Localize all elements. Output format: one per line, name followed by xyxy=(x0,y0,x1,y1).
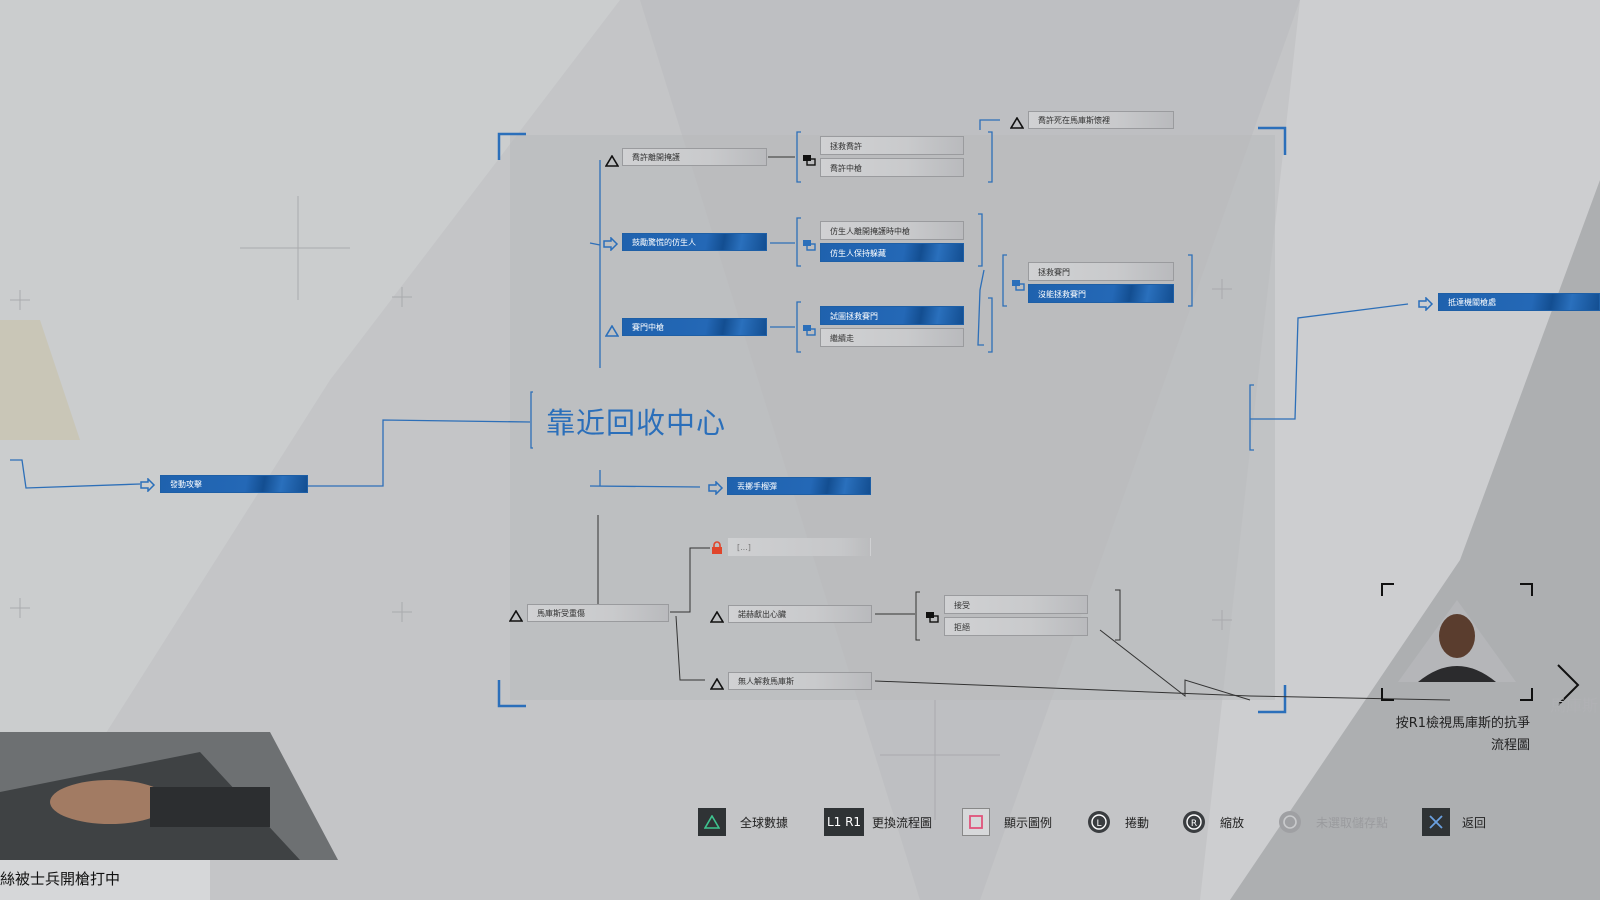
markus-portrait[interactable] xyxy=(1398,600,1516,682)
right-stick-icon: R xyxy=(1180,808,1208,836)
footer-checkpoint-label: 未選取儲存點 xyxy=(1316,816,1389,830)
node-throw-grenade[interactable]: 丟擲手榴彈 xyxy=(727,477,871,495)
svg-text:R: R xyxy=(1191,819,1197,829)
node-save-josh[interactable]: 拯救喬許 xyxy=(820,136,964,155)
arrow-icon xyxy=(708,480,724,499)
triangle-icon xyxy=(604,152,620,171)
node-nobody-saves-markus[interactable]: 無人解救馬庫斯 xyxy=(728,672,872,690)
footer-global-stats-label: 全球數據 xyxy=(740,816,789,830)
node-reach-machine-gun[interactable]: 抵達機關槍處 xyxy=(1438,293,1600,311)
node-simon-shot[interactable]: 賽門中槍 xyxy=(622,318,767,336)
node-josh-death[interactable]: 喬許死在馬庫斯懷裡 xyxy=(1028,111,1174,129)
node-refuse[interactable]: 拒絕 xyxy=(944,617,1088,636)
choice-icon xyxy=(802,321,816,340)
svg-text:L: L xyxy=(1096,819,1101,829)
triangle-icon xyxy=(508,607,524,626)
triangle-icon xyxy=(709,675,725,694)
triangle-icon xyxy=(1009,114,1025,133)
node-north-offers-heart[interactable]: 諾赫獻出心臟 xyxy=(728,605,872,623)
arrow-icon xyxy=(1418,296,1434,315)
footer-back-label: 返回 xyxy=(1462,816,1487,830)
cross-button-icon xyxy=(1422,808,1450,836)
node-accept[interactable]: 接受 xyxy=(944,595,1088,614)
footer-scroll-label: 捲動 xyxy=(1125,816,1150,830)
l1-r1-button-icon: L1 R1 xyxy=(824,808,864,836)
triangle-icon xyxy=(709,608,725,627)
lock-icon xyxy=(711,540,723,559)
node-failed-save-simon[interactable]: 沒能拯救賽門 xyxy=(1028,284,1174,303)
triangle-icon xyxy=(604,322,620,341)
chapter-thumbnail-caption: 絲被士兵開槍打中 xyxy=(0,860,210,900)
triangle-button-icon xyxy=(698,808,726,836)
choice-icon xyxy=(925,608,939,627)
footer-zoom-label: 縮放 xyxy=(1220,816,1245,830)
character-ghost-name: 馬庫斯 xyxy=(1550,696,1599,715)
character-caption-line2: 流程圖 xyxy=(1490,738,1530,753)
node-try-save-simon[interactable]: 試圖拯救賽門 xyxy=(820,306,964,325)
choice-icon xyxy=(1011,276,1025,295)
chapter-thumbnail[interactable] xyxy=(0,732,340,860)
character-caption-line1: 按R1檢視馬庫斯的抗爭 xyxy=(1395,716,1530,731)
chapter-title: 靠近回收中心 xyxy=(546,406,727,440)
node-android-hidden[interactable]: 仿生人保持躲藏 xyxy=(820,243,964,262)
choice-icon xyxy=(802,236,816,255)
node-save-simon[interactable]: 拯救賽門 xyxy=(1028,262,1174,281)
choice-icon xyxy=(802,151,816,170)
circle-button-icon xyxy=(1276,808,1304,836)
node-markus-injured[interactable]: 馬庫斯受重傷 xyxy=(527,604,669,622)
node-josh-shot[interactable]: 喬許中槍 xyxy=(820,158,964,177)
node-locked[interactable]: [...] xyxy=(727,538,871,556)
node-attack[interactable]: 發動攻擊 xyxy=(160,475,308,493)
footer-switch-flowchart-label: 更換流程圖 xyxy=(872,816,933,830)
node-encourage-androids[interactable]: 鼓勵驚慌的仿生人 xyxy=(622,233,767,251)
left-stick-icon: L xyxy=(1085,808,1113,836)
node-keep-going[interactable]: 繼續走 xyxy=(820,328,964,347)
arrow-icon xyxy=(140,477,156,496)
arrow-icon xyxy=(603,236,619,255)
node-josh-leave-cover[interactable]: 喬許離開掩護 xyxy=(622,148,767,166)
footer-show-legend-label: 顯示圖例 xyxy=(1004,816,1053,830)
node-android-shot[interactable]: 仿生人離開掩護時中槍 xyxy=(820,221,964,240)
square-button-icon xyxy=(962,808,990,836)
